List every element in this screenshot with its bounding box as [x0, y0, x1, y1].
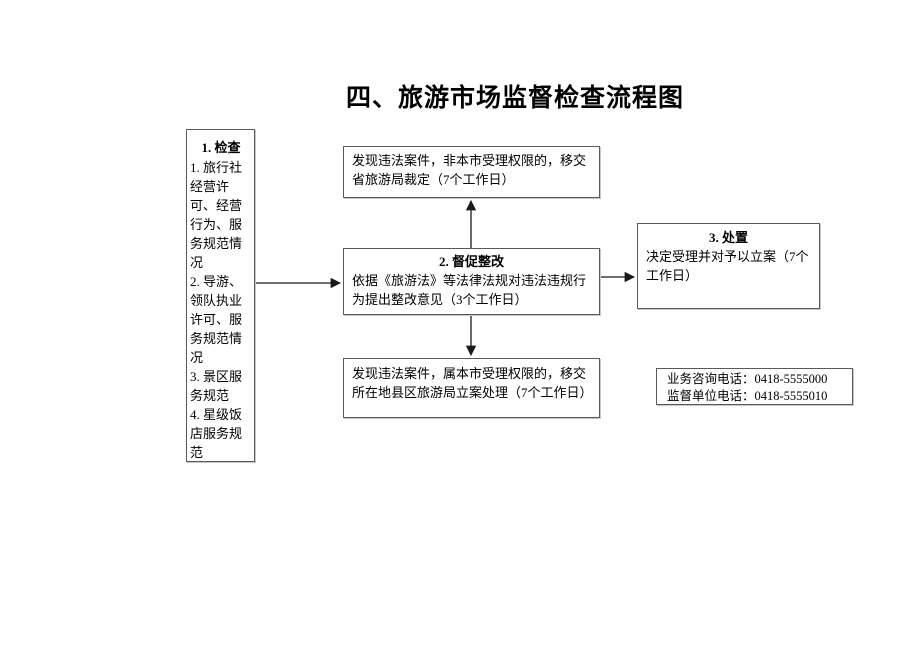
- flow-box-transfer-county: 发现违法案件，属本市受理权限的，移交所在地县区旅游局立案处理（7个工作日）: [343, 358, 600, 418]
- contact-line-consult: 业务咨询电话：0418-5555000: [667, 372, 828, 386]
- dispose-box-heading: 3. 处置: [708, 230, 748, 245]
- inspect-item-scenic-areas: 3. 景区服务规范: [190, 369, 243, 403]
- page-title: 四、旅游市场监督检查流程图: [345, 85, 684, 112]
- inspect-item-travel-agency: 1. 旅行社经营许可、经营行为、服务规范情况: [190, 160, 243, 270]
- inspect-item-star-hotels: 4. 星级饭店服务规范: [190, 407, 243, 460]
- flow-box-dispose: 3. 处置 决定受理并对予以立案（7个工作日）: [637, 223, 820, 309]
- escalate-province-text: 发现违法案件，非本市受理权限的，移交省旅游局裁定（7个工作日）: [352, 153, 587, 187]
- rectify-box-text: 依据《旅游法》等法律法规对违法违规行为提出整改意见（3个工作日）: [352, 273, 587, 307]
- flow-box-rectify: 2. 督促整改 依据《旅游法》等法律法规对违法违规行为提出整改意见（3个工作日）: [343, 248, 600, 315]
- transfer-county-text: 发现违法案件，属本市受理权限的，移交所在地县区旅游局立案处理（7个工作日）: [352, 366, 593, 400]
- contact-info-box: 业务咨询电话：0418-5555000 监督单位电话：0418-5555010: [656, 368, 853, 405]
- rectify-box-heading: 2. 督促整改: [438, 254, 504, 269]
- inspect-box-heading: 1. 检查: [201, 140, 241, 155]
- contact-line-supervise: 监督单位电话：0418-5555010: [667, 389, 828, 403]
- flow-box-inspect: 1. 检查 1. 旅行社经营许可、经营行为、服务规范情况 2. 导游、领队执业许…: [186, 129, 255, 462]
- dispose-box-text: 决定受理并对予以立案（7个工作日）: [646, 249, 809, 283]
- inspect-item-guides: 2. 导游、领队执业许可、服务规范情况: [190, 274, 243, 365]
- flow-box-escalate-province: 发现违法案件，非本市受理权限的，移交省旅游局裁定（7个工作日）: [343, 146, 600, 198]
